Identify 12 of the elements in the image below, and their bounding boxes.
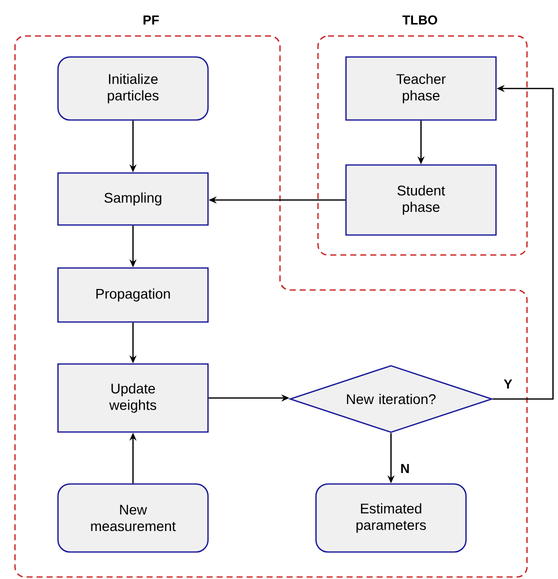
edge-label: N <box>401 464 409 473</box>
terminal-box: New measurement <box>57 483 209 553</box>
process-box: Sampling <box>57 172 209 226</box>
edge-label: Y <box>504 380 512 388</box>
node-label: TLBO <box>402 15 438 25</box>
terminal-box: Estimated parameters <box>315 483 467 553</box>
process-box: Update weights <box>57 363 209 433</box>
terminal-box: Initialize particles <box>57 56 209 121</box>
process-box: Propagation <box>57 267 209 323</box>
process-box: Teacher phase <box>345 56 497 121</box>
node-label: PF <box>144 16 159 24</box>
process-box: Student phase <box>345 164 497 236</box>
